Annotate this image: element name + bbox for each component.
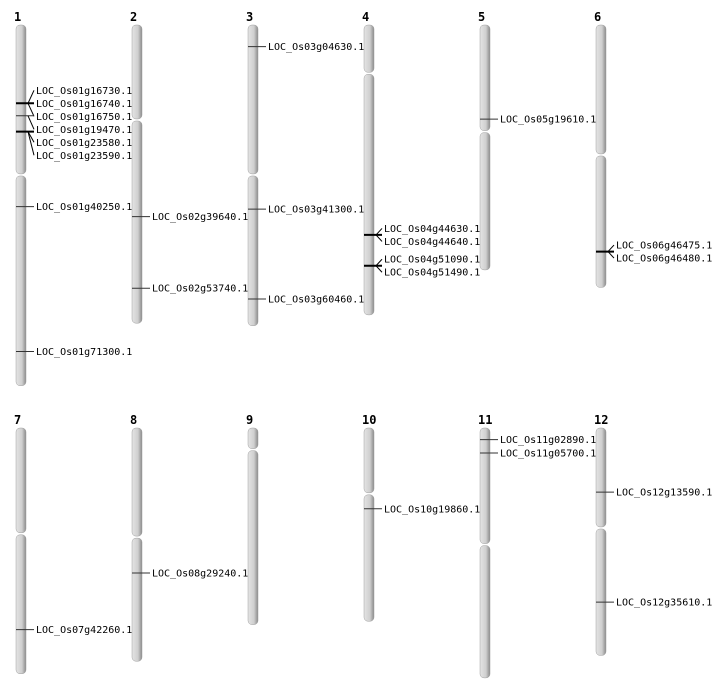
gene-label: LOC_Os01g16750.1 [36, 112, 132, 123]
chromosome-3: 3LOC_Os03g04630.1LOC_Os03g41300.1LOC_Os0… [246, 10, 364, 326]
chromosome-short-arm [247, 24, 259, 175]
gene-label: LOC_Os06g46475.1 [616, 241, 712, 252]
chromosome-number: 7 [14, 413, 21, 427]
gene-label: LOC_Os12g35610.1 [616, 598, 712, 609]
chromosome-number: 5 [478, 10, 485, 24]
gene-leader-line [375, 258, 383, 267]
chromosome-number: 6 [594, 10, 601, 24]
chromosome-number: 8 [130, 413, 137, 427]
chromosome-long-arm [247, 175, 259, 326]
chromosome-long-arm [247, 450, 259, 625]
chromosome-number: 10 [362, 413, 376, 427]
gene-label: LOC_Os04g51490.1 [384, 268, 480, 279]
chromosome-number: 12 [594, 413, 608, 427]
gene-label: LOC_Os01g23580.1 [36, 138, 132, 149]
gene-leader-line [607, 251, 615, 259]
chromosome-short-arm [479, 24, 491, 131]
gene-label: LOC_Os01g16740.1 [36, 99, 132, 110]
chromosome-long-arm [131, 120, 143, 324]
gene-leader-line [27, 90, 35, 104]
chromosome-number: 1 [14, 10, 21, 24]
gene-label: LOC_Os12g13590.1 [616, 488, 712, 499]
chromosome-9: 9 [246, 413, 259, 625]
chromosome-long-arm [363, 74, 375, 316]
chromosome-short-arm [479, 427, 491, 544]
gene-label: LOC_Os01g23590.1 [36, 151, 132, 162]
chromosome-4: 4LOC_Os04g44630.1LOC_Os04g44640.1LOC_Os0… [362, 10, 480, 316]
gene-leader-line [375, 228, 383, 236]
gene-label: LOC_Os08g29240.1 [152, 568, 248, 579]
gene-label: LOC_Os01g16730.1 [36, 86, 132, 97]
chromosome-long-arm [595, 155, 607, 288]
chromosome-long-arm [15, 534, 27, 674]
gene-label: LOC_Os02g53740.1 [152, 284, 248, 295]
gene-leader-line [607, 244, 615, 252]
gene-label: LOC_Os11g05700.1 [500, 448, 596, 459]
chromosome-long-arm [15, 175, 27, 386]
gene-leader-line [27, 131, 35, 143]
chromosome-number: 4 [362, 10, 369, 24]
gene-label: LOC_Os03g60460.1 [268, 295, 364, 306]
gene-label: LOC_Os01g40250.1 [36, 202, 132, 213]
chromosome-number: 2 [130, 10, 137, 24]
chromosome-long-arm [363, 494, 375, 622]
chromosome-number: 3 [246, 10, 253, 24]
chromosome-short-arm [363, 24, 375, 73]
gene-leader-line [27, 115, 35, 130]
chromosome-long-arm [131, 537, 143, 662]
chromosome-short-arm [247, 427, 259, 449]
gene-label: LOC_Os04g51090.1 [384, 255, 480, 266]
gene-leader-line [375, 265, 383, 273]
chromosome-short-arm [595, 427, 607, 528]
chromosome-short-arm [131, 427, 143, 537]
chromosome-short-arm [15, 427, 27, 534]
chromosome-1: 1LOC_Os01g16730.1LOC_Os01g16740.1LOC_Os0… [14, 10, 132, 386]
chromosome-short-arm [131, 24, 143, 120]
chromosome-short-arm [595, 24, 607, 155]
gene-label: LOC_Os03g04630.1 [268, 42, 364, 53]
gene-leader-line [27, 103, 35, 117]
gene-label: LOC_Os01g19470.1 [36, 125, 132, 136]
gene-label: LOC_Os04g44630.1 [384, 224, 480, 235]
gene-label: LOC_Os10g19860.1 [384, 504, 480, 515]
chromosome-long-arm [595, 528, 607, 656]
gene-label: LOC_Os07g42260.1 [36, 625, 132, 636]
gene-label: LOC_Os11g02890.1 [500, 435, 596, 446]
gene-label: LOC_Os04g44640.1 [384, 237, 480, 248]
chromosome-long-arm [479, 132, 491, 271]
gene-label: LOC_Os06g46480.1 [616, 254, 712, 265]
gene-label: LOC_Os03g41300.1 [268, 205, 364, 216]
gene-label: LOC_Os02g39640.1 [152, 212, 248, 223]
chromosome-long-arm [479, 545, 491, 679]
chromosome-short-arm [363, 427, 375, 494]
chromosome-number: 9 [246, 413, 253, 427]
gene-label: LOC_Os05g19610.1 [500, 115, 596, 126]
chromosome-short-arm [15, 24, 27, 175]
gene-leader-line [27, 131, 35, 156]
chromosome-number: 11 [478, 413, 492, 427]
gene-label: LOC_Os01g71300.1 [36, 347, 132, 358]
gene-leader-line [375, 234, 383, 242]
